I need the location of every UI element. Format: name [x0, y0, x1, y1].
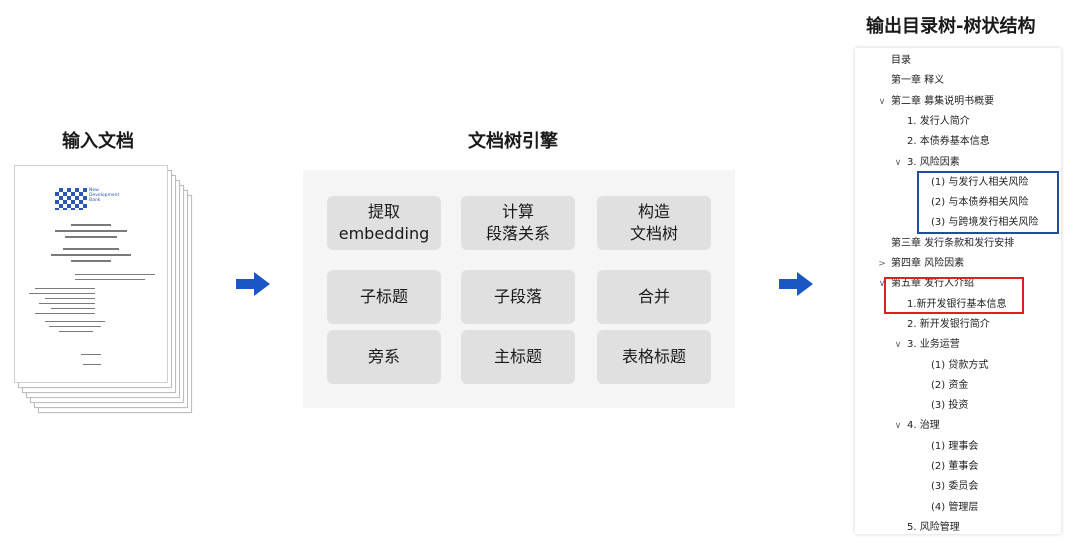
engine-panel: 提取 embedding 计算 段落关系 构造 文档树 子标题 子段落 合并 旁… — [303, 170, 735, 408]
input-document-stack[interactable]: New Development Bank — [14, 165, 194, 415]
cover-text-line — [45, 298, 95, 299]
toc-item[interactable]: 1.新开发银行基本信息 — [907, 298, 1007, 310]
chevron-down-icon[interactable]: ∨ — [878, 279, 886, 290]
toc-item[interactable]: (1) 理事会 — [931, 440, 979, 452]
cover-text-line — [83, 364, 101, 365]
cover-text-line — [71, 260, 111, 262]
toc-item[interactable]: 第三章 发行条款和发行安排 — [891, 237, 1015, 249]
highlight-box-blue — [917, 171, 1059, 234]
cover-text-line — [51, 308, 95, 309]
bank-logo-icon — [55, 188, 87, 210]
engine-step-embedding[interactable]: 提取 embedding — [327, 196, 441, 250]
cover-text-line — [45, 321, 105, 322]
engine-tag-subtitle[interactable]: 子标题 — [327, 270, 441, 324]
toc-item[interactable]: (1) 与发行人相关风险 — [931, 176, 1029, 188]
toc-item[interactable]: 2. 本债券基本信息 — [907, 136, 990, 148]
chevron-down-icon[interactable]: ∨ — [894, 421, 902, 432]
bank-logo-text: New Development Bank — [89, 188, 120, 203]
toc-tree-panel: 目录第一章 释义 ∨ 第二章 募集说明书概要 1. 发行人简介 2. 本债券基本信息 ∨ 3… — [855, 48, 1061, 534]
cover-text-line — [75, 274, 155, 275]
toc-item[interactable]: 4. 治理 — [907, 420, 940, 432]
chevron-down-icon[interactable]: ∨ — [894, 157, 902, 168]
chevron-down-icon[interactable]: ∨ — [878, 96, 886, 107]
arrow-right-icon — [236, 272, 270, 296]
cover-text-line — [65, 236, 117, 238]
toc-item[interactable]: 5. 风险管理 — [907, 521, 960, 533]
cover-text-line — [49, 326, 101, 327]
engine-tag-merge[interactable]: 合并 — [597, 270, 711, 324]
toc-item[interactable]: (1) 贷款方式 — [931, 359, 989, 371]
document-cover-page: New Development Bank — [14, 165, 168, 383]
cover-text-line — [81, 354, 101, 355]
cover-text-line — [75, 279, 145, 280]
toc-item[interactable]: 第四章 风险因素 — [891, 258, 965, 269]
toc-item[interactable]: (3) 投资 — [931, 400, 969, 412]
cover-text-line — [35, 313, 95, 314]
toc-item[interactable]: (2) 与本债券相关风险 — [931, 197, 1029, 209]
toc-item[interactable]: (3) 委员会 — [931, 481, 979, 493]
engine-heading: 文档树引擎 — [468, 131, 558, 152]
engine-step-paragraph-relation[interactable]: 计算 段落关系 — [461, 196, 575, 250]
toc-item[interactable]: (2) 董事会 — [931, 461, 979, 472]
cover-text-line — [51, 254, 131, 256]
toc-item[interactable]: 第五章 发行人介绍 — [891, 278, 975, 290]
chevron-right-icon[interactable]: > — [878, 259, 886, 269]
toc-item[interactable]: 第一章 释义 — [891, 75, 945, 87]
cover-text-line — [39, 303, 95, 304]
toc-item[interactable]: 1. 发行人简介 — [907, 115, 970, 127]
engine-tag-main-title[interactable]: 主标题 — [461, 330, 575, 384]
toc-item[interactable]: 3. 业务运营 — [907, 339, 960, 351]
cover-text-line — [35, 288, 95, 289]
cover-text-line — [63, 248, 119, 250]
input-heading: 输入文档 — [62, 131, 134, 152]
toc-item[interactable]: 3. 风险因素 — [907, 156, 960, 168]
engine-tag-subparagraph[interactable]: 子段落 — [461, 270, 575, 324]
cover-text-line — [29, 293, 95, 294]
toc-item[interactable]: 第二章 募集说明书概要 — [891, 95, 995, 107]
engine-tag-collateral[interactable]: 旁系 — [327, 330, 441, 384]
cover-text-line — [71, 224, 111, 226]
cover-text-line — [59, 331, 93, 332]
toc-item[interactable]: (3) 与跨境发行相关风险 — [931, 217, 1039, 229]
toc-item[interactable]: 2. 新开发银行简介 — [907, 318, 990, 330]
cover-text-line — [55, 230, 127, 232]
engine-tag-table-title[interactable]: 表格标题 — [597, 330, 711, 384]
toc-item[interactable]: 目录 — [891, 55, 911, 66]
highlight-box-red — [884, 277, 1024, 314]
chevron-down-icon[interactable]: ∨ — [894, 340, 902, 351]
engine-step-build-tree[interactable]: 构造 文档树 — [597, 196, 711, 250]
toc-item[interactable]: (2) 资金 — [931, 379, 969, 391]
output-heading: 输出目录树-树状结构 — [866, 16, 1036, 37]
toc-item[interactable]: (4) 管理层 — [931, 501, 979, 513]
arrow-right-icon — [779, 272, 813, 296]
